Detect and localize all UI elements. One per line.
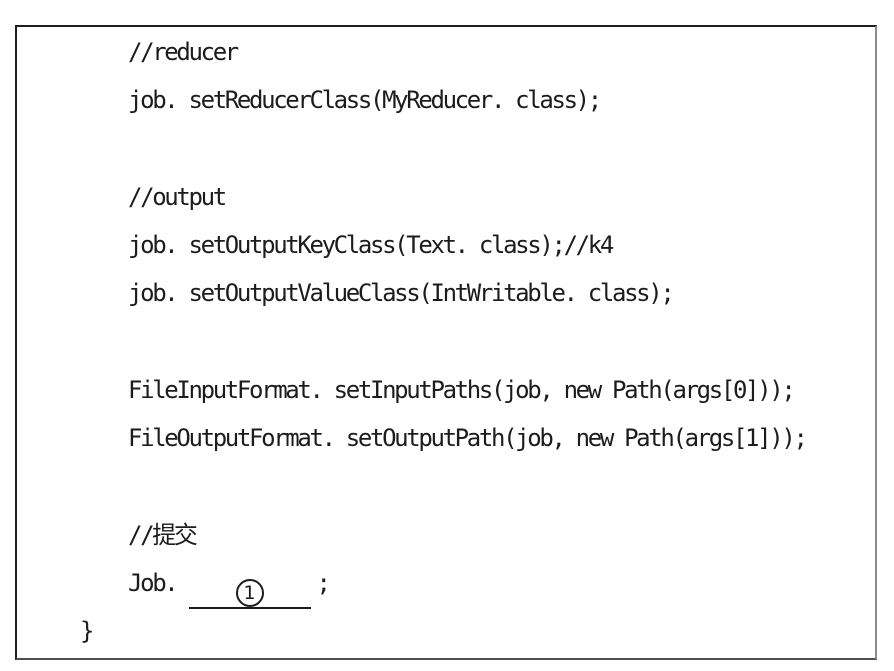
submit-prefix: Job. <box>128 568 189 597</box>
circled-number-marker: 1 <box>235 578 264 607</box>
code-line-file-output-format: FileOutputFormat. setOutputPath(job, new… <box>128 424 808 452</box>
code-line-blank <box>17 462 875 510</box>
code-box: //reducer job. setReducerClass(MyReducer… <box>15 25 877 660</box>
code-line-submit-blank: Job. 1; <box>17 559 875 609</box>
code-line-file-input-format: FileInputFormat. setInputPaths(job, new … <box>128 375 796 404</box>
closing-brace: } <box>80 617 94 645</box>
code-line-set-reducer-class: job. setReducerClass(MyReducer. class); <box>128 86 602 115</box>
submit-suffix: ; <box>316 568 331 597</box>
code-line-set-output-key-class: job. setOutputKeyClass(Text. class);//k4 <box>128 231 614 259</box>
code-line-set-output-value-class: job. setOutputValueClass(IntWritable. cl… <box>128 279 675 308</box>
fill-in-blank-underline: 1 <box>188 571 311 609</box>
code-line-comment-submit: //提交 <box>128 520 198 549</box>
code-line-blank <box>17 318 875 366</box>
code-line-comment-output: //output <box>128 182 227 211</box>
code-line-comment-reducer: //reducer <box>128 38 239 66</box>
code-line-blank <box>17 125 875 173</box>
